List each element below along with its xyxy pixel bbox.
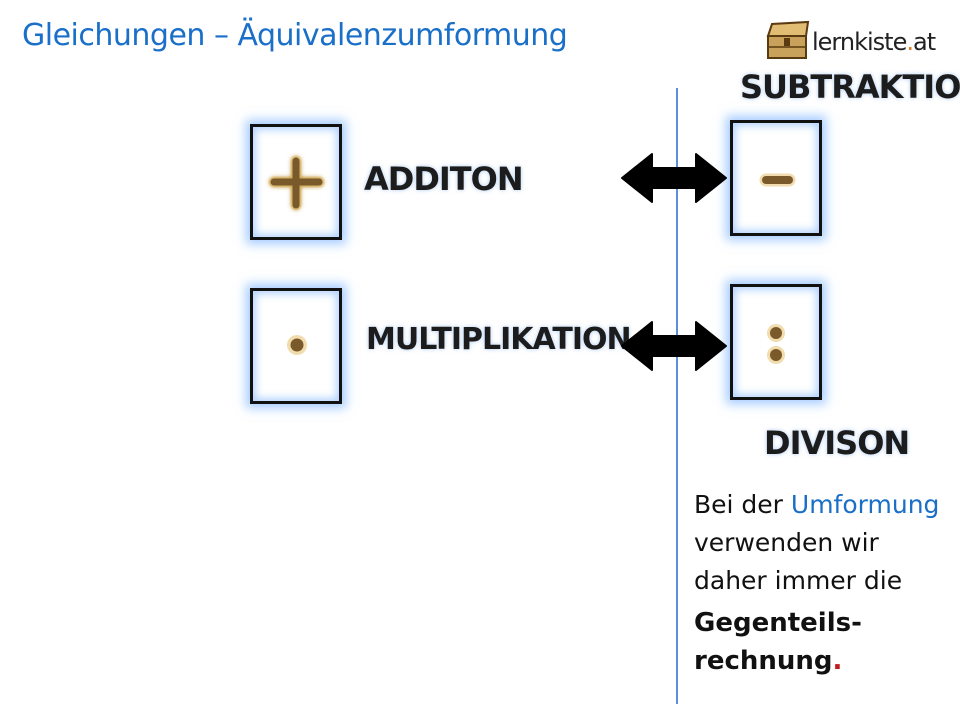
division-label: DIVISON: [764, 424, 910, 462]
multiplication-label: MULTIPLIKATION: [366, 322, 632, 357]
plus-icon: [268, 155, 325, 211]
page-title: Gleichungen – Äquivalenzumformung: [22, 18, 568, 53]
lernkiste-logo: lernkiste.at: [764, 18, 944, 66]
note-line-5: rechnung.: [694, 646, 843, 676]
multiplication-box: [250, 288, 342, 404]
double-arrow-icon: [621, 321, 727, 371]
colon-icon: [767, 324, 785, 364]
division-box: [730, 284, 822, 400]
note-line-3: daher immer die: [694, 566, 903, 595]
subtraction-box: [730, 120, 822, 236]
vertical-divider: [676, 88, 678, 704]
treasure-chest-icon: [766, 20, 810, 59]
note-line-1: Bei der Umformung: [694, 490, 940, 519]
minus-icon: [759, 173, 796, 187]
note-line-2: verwenden wir: [694, 528, 879, 557]
dot-icon: [287, 335, 307, 355]
subtraction-label: SUBTRAKTION: [740, 68, 960, 106]
addition-box: [250, 124, 342, 240]
double-arrow-icon: [621, 153, 727, 203]
note-highlight: Umformung: [790, 490, 940, 519]
addition-label: ADDITON: [364, 160, 524, 198]
explanation-note: Bei der Umformung verwenden wir daher im…: [694, 486, 944, 680]
note-line-4: Gegenteils-: [694, 608, 862, 638]
logo-wordmark: lernkiste.at: [812, 28, 936, 56]
